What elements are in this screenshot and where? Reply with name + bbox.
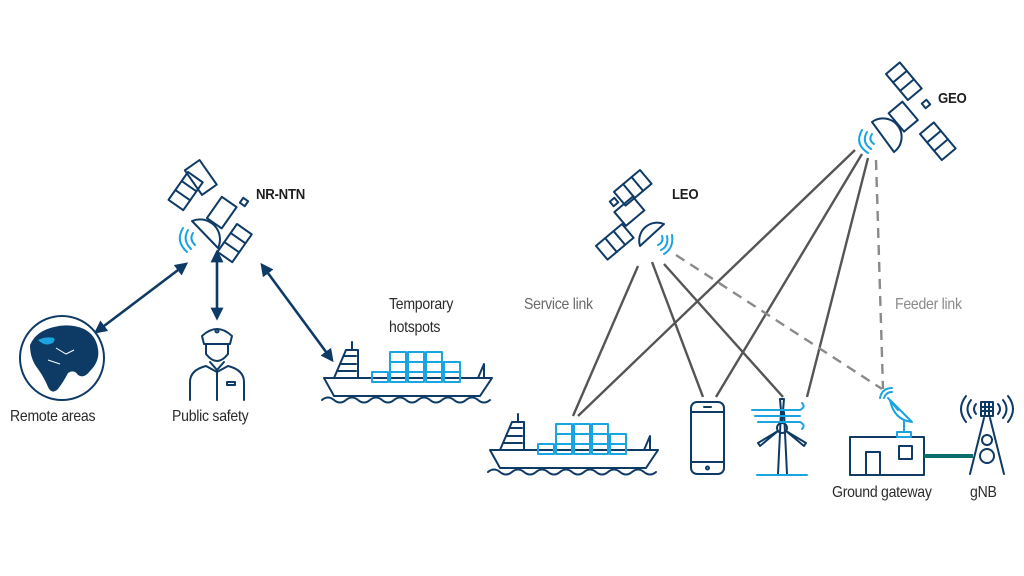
geo-label: GEO bbox=[938, 90, 967, 107]
arrow-remote-areas bbox=[93, 262, 189, 334]
service-link-label: Service link bbox=[524, 296, 593, 313]
link-leo-phone bbox=[650, 261, 705, 398]
feeder-links bbox=[675, 159, 885, 391]
officer-icon bbox=[189, 328, 245, 401]
wind-turbine-icon bbox=[751, 398, 808, 476]
geo-satellite-icon bbox=[858, 61, 957, 162]
nr-ntn-satellite-icon bbox=[183, 159, 218, 196]
link-geo-phone bbox=[714, 153, 864, 398]
hotspots-label-line2: hotspots bbox=[389, 319, 441, 336]
ground-gateway-icon bbox=[849, 387, 925, 476]
feeder-link-label: Feeder link bbox=[895, 296, 962, 313]
arrow-hotspots bbox=[260, 262, 334, 363]
nr-ntn-label: NR-NTN bbox=[256, 186, 306, 203]
leo-satellite-icon bbox=[594, 169, 674, 261]
cell-tower-icon bbox=[960, 395, 1014, 475]
link-leo-ship bbox=[571, 265, 640, 417]
smartphone-icon bbox=[690, 401, 725, 475]
link-geo-turbine bbox=[805, 157, 870, 398]
hotspots-label-line1: Temporary bbox=[389, 296, 454, 313]
link-geo-ship bbox=[577, 149, 856, 417]
leo-label: LEO bbox=[672, 186, 699, 203]
container-ship-icon bbox=[321, 341, 493, 404]
link-leo-gateway bbox=[675, 253, 883, 391]
ground-gateway-label: Ground gateway bbox=[832, 484, 932, 501]
remote-areas-label: Remote areas bbox=[10, 408, 96, 425]
link-geo-gateway bbox=[874, 159, 885, 390]
globe-icon bbox=[19, 315, 105, 401]
service-links bbox=[571, 149, 870, 417]
satellite-icon bbox=[167, 171, 253, 264]
container-ship-icon bbox=[487, 413, 659, 476]
link-leo-turbine bbox=[663, 263, 784, 398]
public-safety-label: Public safety bbox=[172, 408, 249, 425]
gnb-label: gNB bbox=[970, 484, 997, 501]
